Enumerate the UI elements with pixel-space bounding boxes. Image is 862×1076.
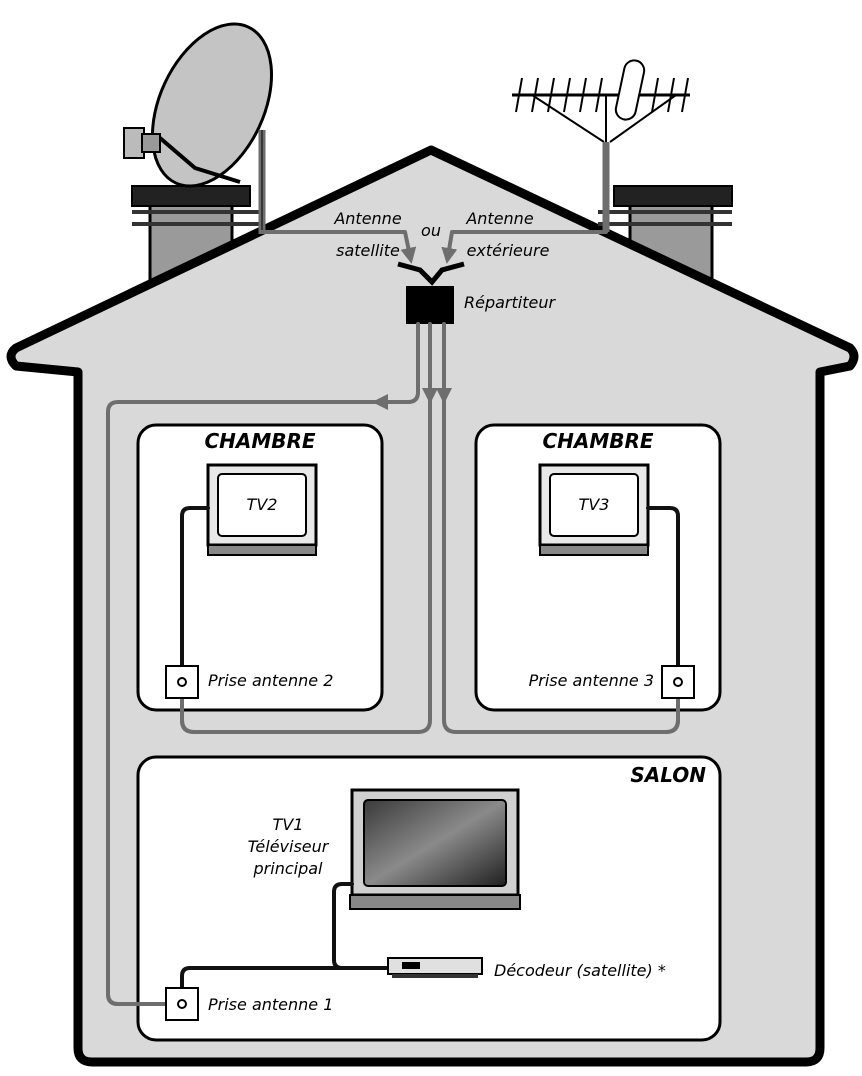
outlet2-label: Prise antenne 2 [208,671,333,690]
outlet1-label: Prise antenne 1 [208,995,333,1014]
tv1-label-2: Téléviseur [248,837,330,856]
splitter-icon [406,286,454,324]
antenna-outdoor-label-2: extérieure [467,241,550,260]
chimney-wires [132,210,732,226]
switch-icon [397,261,465,286]
or-label: ou [421,221,441,240]
chimney-right [613,185,733,282]
satellite-dish-icon [123,22,274,234]
tv2-label: TV2 [247,495,278,514]
antenna-satellite-label-1: Antenne [333,209,401,228]
splitter-label: Répartiteur [464,293,556,312]
room-right [474,423,722,712]
tv1-label-3: principal [253,859,324,878]
cable-tv2 [180,506,210,672]
cable-satellite [260,230,417,264]
cable-decoder-outlet1 [180,966,392,992]
decoder-icon [387,957,483,978]
tv-icon-tv1 [349,788,521,910]
antenna-outlet-icon-2 [165,665,199,699]
antenna-outdoor-label-1: Antenne [465,209,533,228]
tv1-label-1: TV1 [273,815,304,834]
room-living-title: SALON [630,763,706,787]
antenna-satellite-label-2: satellite [336,241,400,260]
cable-outdoor [441,230,608,264]
antenna-outlet-icon-1 [165,987,199,1021]
room-left [136,423,384,712]
room-right-title: CHAMBRE [542,429,653,453]
tv-icon-tv2 [206,463,318,556]
tv3-label: TV3 [579,495,610,514]
room-left-title: CHAMBRE [204,429,315,453]
outlet3-label: Prise antenne 3 [529,671,654,690]
cable-tv3 [646,506,680,672]
tv-icon-tv3 [538,463,650,556]
antenna-outlet-icon-3 [661,665,695,699]
decoder-label: Décodeur (satellite) * [494,961,666,980]
outdoor-antenna-icon [512,59,690,143]
